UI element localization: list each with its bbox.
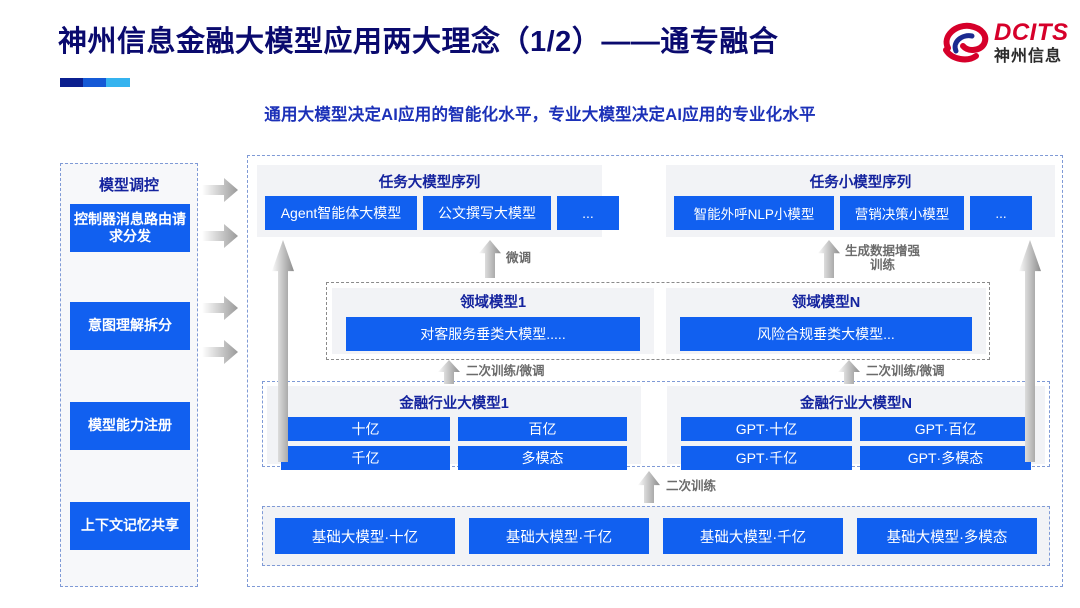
industry1-chip-1[interactable]: 百亿 [458, 417, 627, 441]
industryn-chip-0[interactable]: GPT·十亿 [681, 417, 852, 441]
domain-model-n-title: 领域模型N [791, 295, 861, 311]
model-stack-container: 任务大模型序列 Agent智能体大模型 公文撰写大模型 ... 任务小模型序列 … [247, 155, 1063, 587]
up-arrow-icon-fine-tune [479, 240, 501, 278]
left-item-capability[interactable]: 模型能力注册 [70, 402, 190, 450]
right-arrow-icon-3 [202, 296, 238, 320]
base-chip-1[interactable]: 基础大模型·千亿 [469, 518, 649, 554]
domain-chip-risk-compliance[interactable]: 风险合规垂类大模型... [680, 317, 972, 351]
connector-label-retrain-right: 二次训练/微调 [866, 364, 945, 378]
connector-label-retrain-base: 二次训练 [666, 479, 717, 493]
domain-model-n-panel: 领域模型N 风险合规垂类大模型... [666, 288, 986, 354]
up-arrow-icon-far-right [1019, 240, 1041, 462]
connector-label-fine-tune: 微调 [506, 251, 532, 265]
industry-model-1-panel: 金融行业大模型1 十亿 百亿 千亿 多模态 [267, 386, 641, 470]
industryn-chip-3[interactable]: GPT·多模态 [860, 446, 1031, 470]
industryn-chip-1[interactable]: GPT·百亿 [860, 417, 1031, 441]
task-large-model-panel: 任务大模型序列 Agent智能体大模型 公文撰写大模型 ... [257, 165, 619, 237]
up-arrow-icon-far-left [272, 240, 294, 462]
domain-chip-customer-service[interactable]: 对客服务垂类大模型..... [346, 317, 640, 351]
task-chip-more-small[interactable]: ... [970, 196, 1032, 230]
base-model-band: 基础大模型·十亿 基础大模型·千亿 基础大模型·千亿 基础大模型·多模态 [262, 506, 1050, 566]
connector-label-retrain-left: 二次训练/微调 [466, 364, 545, 378]
up-arrow-icon-data-aug [818, 240, 840, 278]
right-arrow-icon-4 [202, 340, 238, 364]
domain-model-band: 领域模型1 对客服务垂类大模型..... 领域模型N 风险合规垂类大模型... [326, 282, 990, 360]
up-arrow-icon-retrain-right [838, 360, 860, 384]
connector-label-data-aug-line1: 生成数据增强 [845, 244, 921, 258]
task-small-model-title: 任务小模型序列 [809, 175, 912, 191]
logo-en-text: DCITS [994, 19, 1069, 46]
task-chip-nlp-outbound[interactable]: 智能外呼NLP小模型 [674, 196, 834, 230]
title-underline-rule [60, 78, 130, 87]
domain-model-1-title: 领域模型1 [459, 295, 527, 311]
dcits-logo: DCITS 神州信息 [938, 18, 1068, 74]
industry1-chip-3[interactable]: 多模态 [458, 446, 627, 470]
page-subtitle: 通用大模型决定AI应用的智能化水平，专业大模型决定AI应用的专业化水平 [264, 106, 816, 124]
task-chip-document[interactable]: 公文撰写大模型 [423, 196, 551, 230]
industry-model-n-panel: 金融行业大模型N GPT·十亿 GPT·百亿 GPT·千亿 GPT·多模态 [667, 386, 1045, 470]
industry1-chip-0[interactable]: 十亿 [281, 417, 450, 441]
model-control-column: 模型调控 控制器消息路由请求分发 意图理解拆分 模型能力注册 上下文记忆共享 [60, 163, 198, 587]
left-item-intent[interactable]: 意图理解拆分 [70, 302, 190, 350]
task-chip-more-large[interactable]: ... [557, 196, 619, 230]
task-small-model-panel: 任务小模型序列 智能外呼NLP小模型 营销决策小模型 ... [666, 165, 1055, 237]
industryn-chip-2[interactable]: GPT·千亿 [681, 446, 852, 470]
right-arrow-icon-2 [202, 224, 238, 248]
left-item-context[interactable]: 上下文记忆共享 [70, 502, 190, 550]
up-arrow-icon-retrain-base [638, 471, 660, 503]
model-control-title: 模型调控 [98, 177, 159, 194]
industry-model-n-title: 金融行业大模型N [800, 396, 912, 412]
task-chip-marketing[interactable]: 营销决策小模型 [840, 196, 964, 230]
logo-wordmark: DCITS 神州信息 [994, 21, 1069, 67]
base-chip-3[interactable]: 基础大模型·多模态 [857, 518, 1037, 554]
connector-label-data-aug: 生成数据增强 训练 [845, 244, 920, 273]
base-chip-0[interactable]: 基础大模型·十亿 [275, 518, 455, 554]
connector-label-data-aug-line2: 训练 [870, 258, 896, 273]
task-chip-agent[interactable]: Agent智能体大模型 [265, 196, 417, 230]
industry-model-1-title: 金融行业大模型1 [399, 396, 509, 412]
base-chip-2[interactable]: 基础大模型·千亿 [663, 518, 843, 554]
page-title: 神州信息金融大模型应用两大理念（1/2）——通专融合 [58, 26, 779, 58]
industry1-chip-2[interactable]: 千亿 [281, 446, 450, 470]
logo-cn-text: 神州信息 [994, 48, 1063, 65]
left-item-router[interactable]: 控制器消息路由请求分发 [70, 204, 190, 252]
domain-model-1-panel: 领域模型1 对客服务垂类大模型..... [332, 288, 654, 354]
industry-model-band: 金融行业大模型1 十亿 百亿 千亿 多模态 金融行业大模型N GPT·十亿 GP… [262, 381, 1050, 470]
task-large-model-title: 任务大模型序列 [378, 175, 481, 191]
right-arrow-icon-1 [202, 178, 238, 202]
dcits-swirl-icon [943, 22, 989, 63]
up-arrow-icon-retrain-left [438, 360, 460, 384]
